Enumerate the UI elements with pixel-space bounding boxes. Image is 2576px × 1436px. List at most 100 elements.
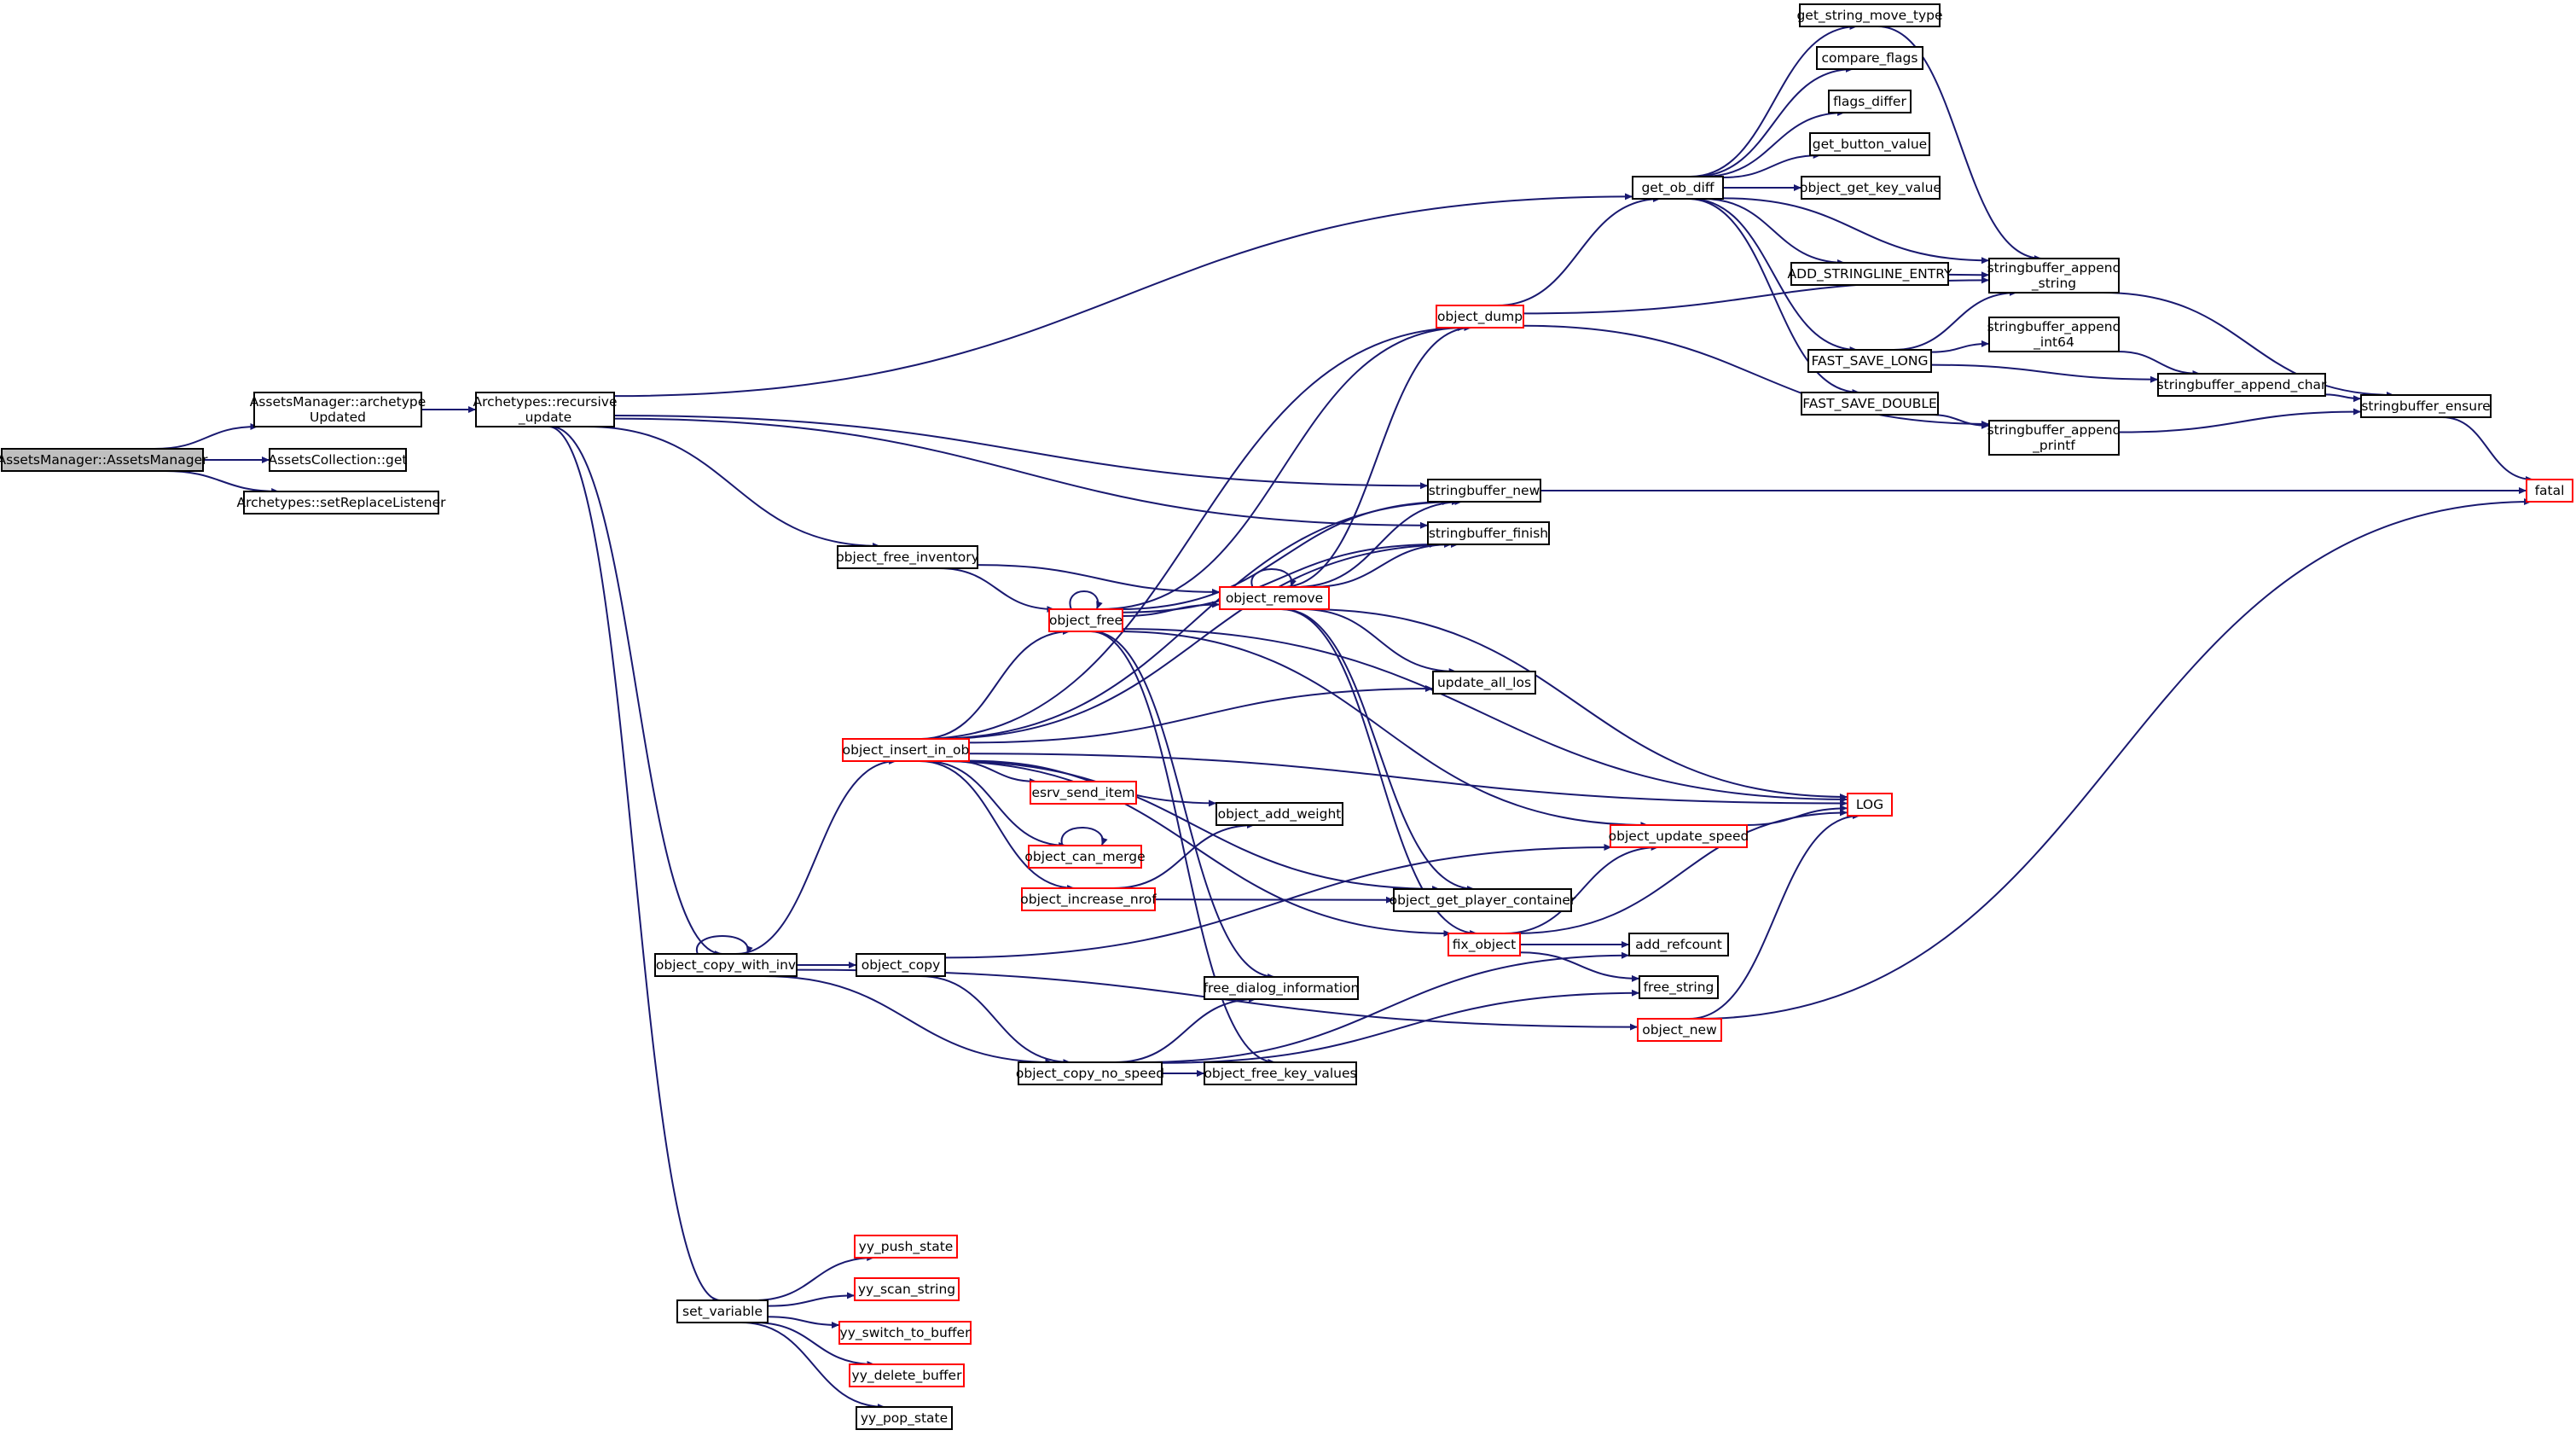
function-node[interactable]: object_free_key_values [1204,1061,1357,1085]
node-label: object_free_inventory [836,549,979,566]
call-edge [1694,66,1854,177]
function-node[interactable]: object_new [1637,1018,1722,1042]
function-node[interactable]: object_insert_in_ob [842,738,970,762]
function-node[interactable]: object_remove [1219,586,1330,610]
function-node[interactable]: free_string [1639,975,1719,999]
node-box [2360,394,2492,418]
function-node[interactable]: Archetypes::recursive_update [473,392,618,427]
function-node[interactable]: object_copy_with_inv [654,953,798,977]
node-box [1801,176,1941,200]
function-node[interactable]: stringbuffer_append_char [2157,373,2327,397]
call-edge [763,975,1053,1066]
function-node[interactable]: object_get_key_value [1800,176,1941,200]
call-edge [1504,844,1659,934]
function-node[interactable]: get_string_move_type [1796,3,1943,27]
function-node[interactable]: flags_differ [1828,90,1912,113]
function-node[interactable]: AssetsManager::AssetsManager [0,448,208,472]
node-label: add_refcount [1635,937,1722,953]
function-node[interactable]: object_add_weight [1215,802,1343,826]
node-label: stringbuffer_new [1429,483,1540,499]
function-node[interactable]: stringbuffer_finish [1427,521,1550,545]
function-node[interactable]: stringbuffer_append_printf [1987,420,2121,456]
function-node[interactable]: update_all_los [1432,671,1536,695]
node-box [1427,479,1541,503]
function-node[interactable]: object_dump [1436,305,1524,328]
node-box [1809,132,1930,156]
node-box [1219,586,1330,610]
call-edge [919,760,1076,892]
node-label: yy_scan_string [858,1282,955,1298]
function-node[interactable]: yy_push_state [854,1235,958,1259]
function-node[interactable]: FAST_SAVE_LONG [1807,349,1932,373]
node-box [1639,975,1719,999]
node-label: esrv_send_item [1032,785,1135,801]
node-box [2526,479,2573,503]
function-node[interactable]: object_free_inventory [836,545,979,569]
function-node[interactable]: set_variable [676,1299,769,1323]
function-node[interactable]: object_free [1048,608,1123,632]
function-node[interactable]: fatal [2526,479,2573,503]
call-edge [1697,498,2532,1020]
function-node[interactable]: object_copy_no_speed [1016,1061,1164,1085]
node-box [849,1363,965,1387]
function-node[interactable]: get_ob_diff [1632,176,1724,200]
node-box [243,491,439,515]
call-edge [1894,289,2017,351]
function-node[interactable]: object_can_merge [1024,845,1146,869]
function-node[interactable]: yy_pop_state [856,1406,953,1430]
call-edge [1877,26,2042,262]
function-node[interactable]: LOG [1847,793,1893,817]
function-node[interactable]: stringbuffer_append_int64 [1987,317,2121,352]
call-edge [1690,23,1858,177]
node-label: _int64 [2033,334,2074,351]
call-edge [1523,324,1990,427]
node-box [854,1277,960,1301]
function-node[interactable]: stringbuffer_new [1427,479,1541,503]
node-box [1030,781,1137,805]
call-edge [1090,631,1276,1066]
function-node[interactable]: object_update_speed [1609,824,1749,848]
function-node[interactable]: get_button_value [1809,132,1930,156]
function-node[interactable]: Archetypes::setReplaceListener [236,491,446,515]
function-node[interactable]: yy_scan_string [854,1277,960,1301]
call-edge [1113,822,1255,889]
call-edge [921,628,1070,740]
call-edge [1280,608,1478,937]
node-label: LOG [1856,797,1883,812]
function-node[interactable]: object_copy [856,953,946,977]
call-edge [1140,951,1630,1063]
function-node[interactable]: yy_delete_buffer [849,1363,965,1387]
node-box [1048,608,1123,632]
function-node[interactable]: fix_object [1448,933,1521,956]
node-box [1448,933,1521,956]
node-label: ADD_STRINGLINE_ENTRY [1788,266,1952,282]
function-node[interactable]: object_increase_nrof [1020,887,1157,911]
function-node[interactable]: AssetsCollection::get [268,448,408,472]
node-label: get_button_value [1813,137,1927,153]
call-edge [1702,109,1846,177]
function-node[interactable]: FAST_SAVE_DOUBLE [1801,392,1939,416]
node-label: object_insert_in_ob [843,742,970,759]
function-node[interactable]: compare_flags [1816,46,1923,70]
function-node[interactable]: stringbuffer_append_string [1987,258,2121,294]
node-box [1215,802,1343,826]
function-node[interactable]: esrv_send_item [1030,781,1137,805]
function-node[interactable]: object_get_player_container [1390,888,1576,912]
call-edge [1722,197,1990,265]
node-label: object_new [1642,1022,1717,1038]
call-edge [1519,951,1640,982]
function-node[interactable]: add_refcount [1628,933,1729,956]
function-node[interactable]: free_dialog_information [1204,976,1360,1000]
call-edge [1282,324,1472,588]
function-node[interactable]: yy_switch_to_buffer [838,1321,972,1345]
function-node[interactable]: ADD_STRINGLINE_ENTRY [1788,262,1952,286]
call-edge [1702,198,1846,266]
call-edge [613,193,1633,398]
function-node[interactable]: stringbuffer_ensure [2360,394,2492,418]
call-edge [1690,198,1858,353]
call-edge [2118,408,2362,433]
call-edge [1302,608,1457,675]
node-box [1799,3,1941,27]
node-label: update_all_los [1437,675,1531,691]
